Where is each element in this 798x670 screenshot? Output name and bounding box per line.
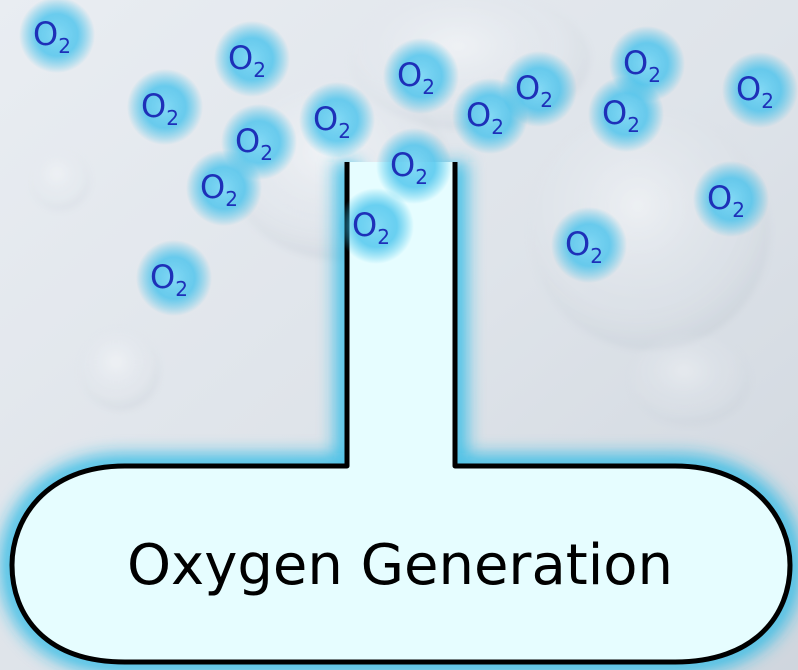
- oxygen-molecule: O2: [299, 82, 375, 158]
- oxygen-molecule: O2: [501, 51, 577, 127]
- oxygen-molecule: O2: [383, 38, 459, 114]
- oxygen-molecule: O2: [186, 150, 262, 226]
- oxygen-molecule: O2: [338, 188, 414, 264]
- oxygen-molecule: O2: [693, 161, 769, 237]
- oxygen-molecule: O2: [551, 207, 627, 283]
- oxygen-molecule-label: O2: [200, 168, 238, 211]
- oxygen-molecule: O2: [588, 76, 664, 152]
- oxygen-molecule: O2: [127, 69, 203, 145]
- generation-tank: [9, 162, 793, 665]
- oxygen-molecule: O2: [136, 240, 212, 316]
- oxygen-molecule: O2: [376, 128, 452, 204]
- oxygen-molecule: O2: [19, 0, 95, 73]
- oxygen-molecule-label: O2: [33, 15, 71, 58]
- oxygen-molecule: O2: [214, 21, 290, 97]
- tank-label: Oxygen Generation: [127, 533, 673, 598]
- oxygen-molecule-label: O2: [515, 69, 553, 112]
- oxygen-molecule: O2: [722, 52, 798, 128]
- oxygen-molecule-label: O2: [602, 94, 640, 137]
